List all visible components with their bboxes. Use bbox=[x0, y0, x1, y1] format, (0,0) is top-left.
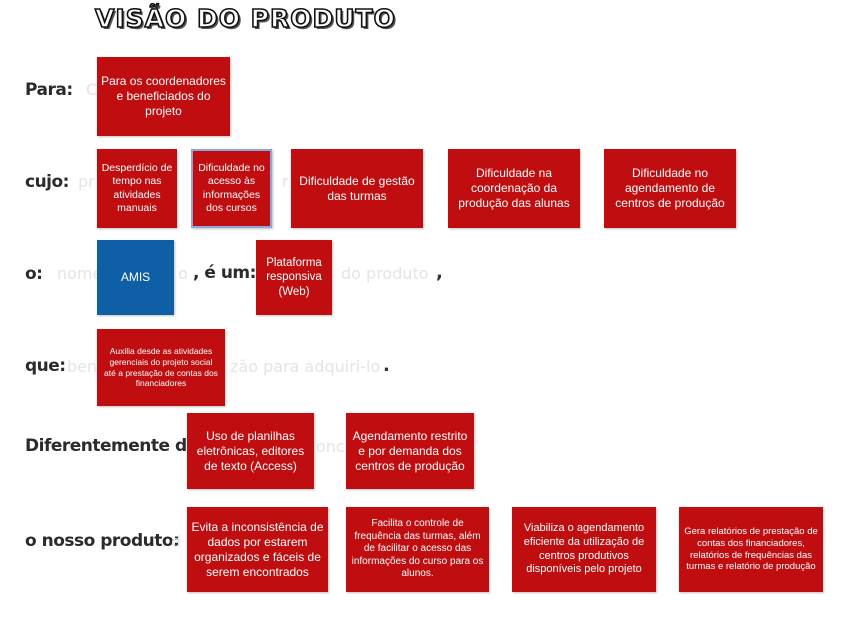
placeholder-text-o: nome bbox=[57, 264, 103, 283]
placeholder-text-para: C bbox=[86, 80, 98, 99]
row-label-que: que: bbox=[25, 356, 66, 376]
card-product-name[interactable]: AMIS bbox=[97, 240, 174, 315]
card-differentiator-consistency[interactable]: Evita a inconsistência de dados por esta… bbox=[187, 507, 328, 592]
placeholder-text-diferentemente: onc bbox=[316, 437, 345, 456]
placeholder-text-o-b: o bbox=[178, 264, 188, 283]
card-differentiator-reports[interactable]: Gera relatórios de prestação de contas d… bbox=[679, 507, 823, 592]
placeholder-text-cujo-2: r bbox=[282, 172, 289, 191]
comma-mark: , bbox=[436, 262, 443, 283]
placeholder-text-que: ben bbox=[67, 357, 98, 376]
row-label-o: o: bbox=[25, 264, 43, 284]
card-problem-class-management[interactable]: Dificuldade de gestão das turmas bbox=[291, 149, 423, 228]
card-problem-scheduling[interactable]: Dificuldade no agendamento de centros de… bbox=[604, 149, 736, 228]
card-target-audience[interactable]: Para os coordenadores e beneficiados do … bbox=[97, 57, 230, 136]
card-differentiator-scheduling[interactable]: Viabiliza o agendamento eficiente da uti… bbox=[512, 507, 656, 592]
page-title: VISÃO DO PRODUTO bbox=[94, 3, 396, 34]
placeholder-text-o-c: do produto bbox=[341, 264, 429, 283]
row-label-cujo: cujo: bbox=[25, 172, 69, 192]
card-competitor-spreadsheets[interactable]: Uso de planilhas eletrônicas, editores d… bbox=[187, 413, 314, 489]
period-mark: . bbox=[383, 355, 390, 376]
card-competitor-restricted-scheduling[interactable]: Agendamento restrito e por demanda dos c… bbox=[346, 413, 474, 489]
placeholder-text-produto: d bbox=[171, 532, 182, 551]
card-differentiator-attendance[interactable]: Facilita o controle de frequência das tu… bbox=[346, 507, 489, 592]
connector-label-e-um: , é um: bbox=[193, 263, 256, 283]
placeholder-text-que-b: zão para adquiri-lo bbox=[230, 357, 381, 376]
row-label-para: Para: bbox=[25, 80, 73, 100]
placeholder-text-cujo: pr bbox=[78, 172, 95, 191]
row-label-diferentemente: Diferentemente da: bbox=[25, 436, 204, 456]
card-problem-production-coordination[interactable]: Dificuldade na coordenação da produção d… bbox=[448, 149, 580, 228]
row-label-nosso-produto: o nosso produto: bbox=[25, 531, 180, 551]
card-problem-info-access[interactable]: Dificuldade no acesso às informações dos… bbox=[191, 149, 272, 228]
card-product-benefit[interactable]: Auxilia desde as atividades gerenciais d… bbox=[97, 329, 225, 406]
card-problem-wasted-time[interactable]: Desperdício de tempo nas atividades manu… bbox=[97, 149, 177, 228]
card-product-type[interactable]: Plataforma responsiva (Web) bbox=[256, 240, 332, 315]
